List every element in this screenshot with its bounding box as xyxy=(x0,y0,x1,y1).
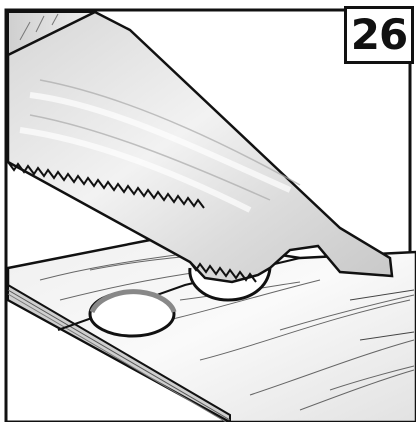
drilled-hole xyxy=(88,289,177,338)
motion-lines xyxy=(349,289,415,341)
hand-saw xyxy=(6,10,394,284)
saw-teeth xyxy=(7,161,205,209)
step-number: 26 xyxy=(350,10,408,59)
step-number-badge: 26 xyxy=(344,6,414,64)
